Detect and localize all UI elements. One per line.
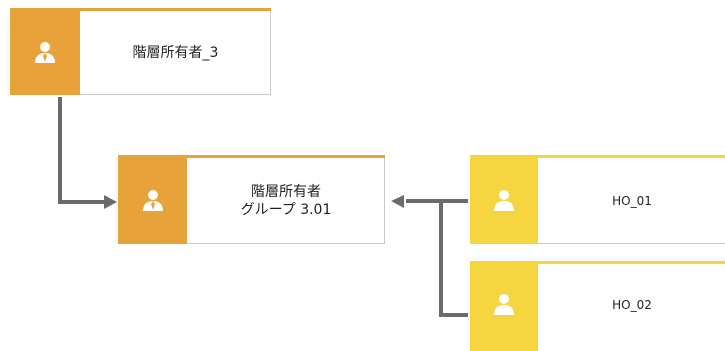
connector-ho02-to-group (439, 201, 468, 317)
node-icon-box (118, 155, 187, 244)
node-accent-bar (10, 8, 271, 11)
node-icon-box (470, 261, 538, 351)
node-label: 階層所有者 グループ 3.01 (240, 183, 332, 218)
node-ho-01[interactable]: HO_01 (470, 155, 725, 244)
node-icon-box (470, 155, 538, 244)
node-accent-bar (118, 155, 385, 158)
node-accent-bar (470, 261, 725, 264)
node-label: HO_02 (612, 298, 652, 312)
node-label: 階層所有者_3 (132, 44, 219, 61)
connector-owner3-to-group (58, 97, 104, 204)
arrowhead-into-group-right (391, 195, 404, 208)
arrowhead-into-group-left (104, 195, 117, 209)
node-accent-bar (470, 155, 725, 158)
person-icon (494, 189, 514, 211)
person-icon (494, 294, 514, 315)
person-tie-icon (142, 189, 163, 211)
node-label: HO_01 (612, 193, 652, 208)
node-ho-02[interactable]: HO_02 (470, 261, 725, 351)
person-tie-icon (35, 41, 55, 63)
node-icon-box (10, 8, 80, 95)
node-owner-3[interactable]: 階層所有者_3 (10, 8, 271, 95)
node-owner-group-3-01[interactable]: 階層所有者 グループ 3.01 (118, 155, 385, 244)
